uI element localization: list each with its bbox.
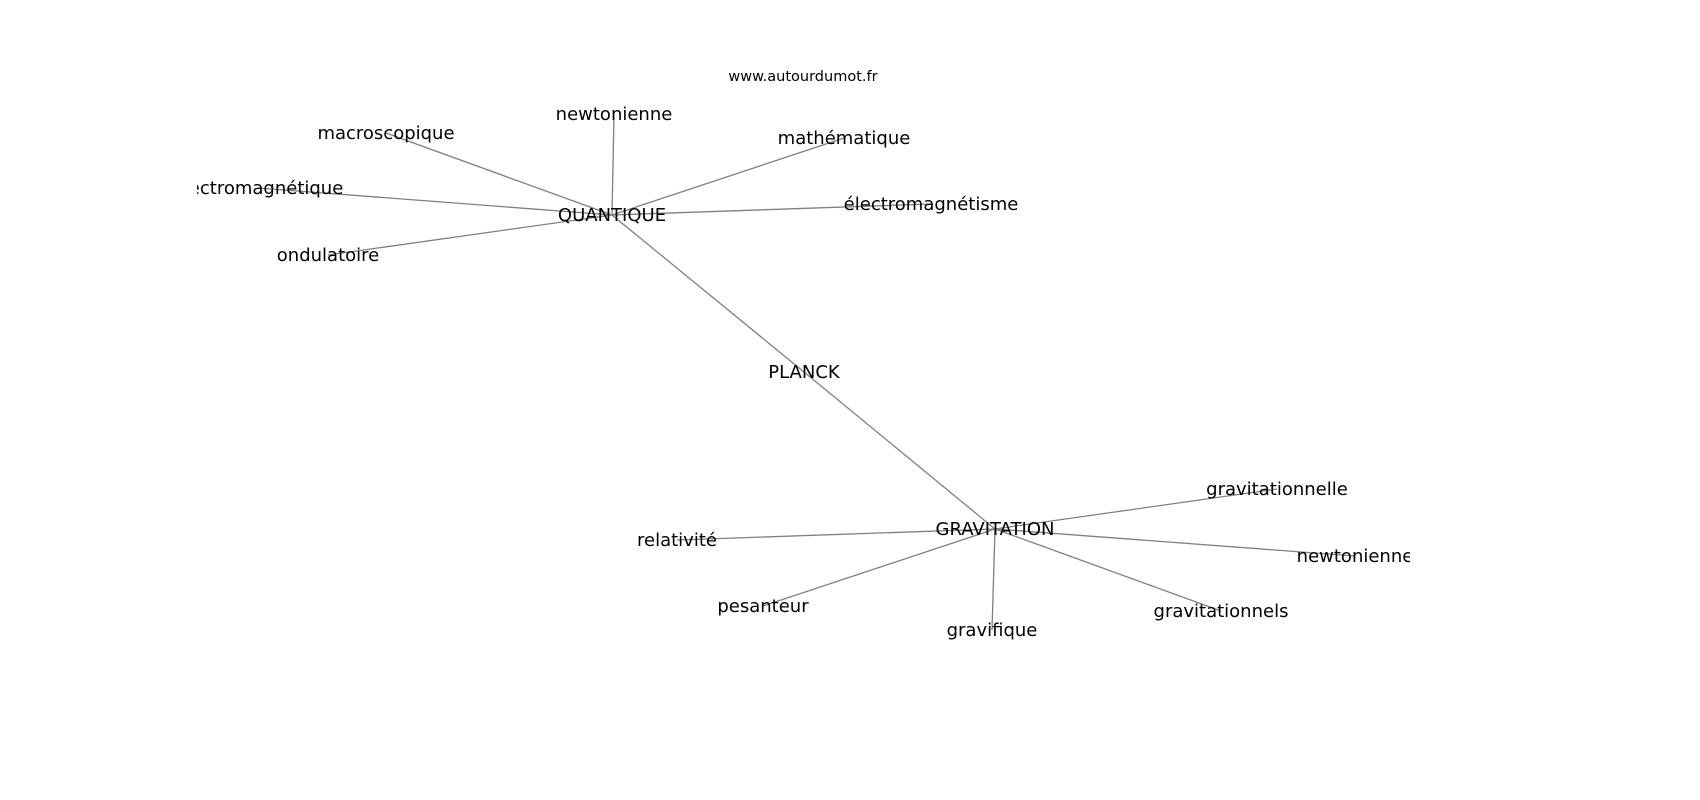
node-ondulatoire: ondulatoire xyxy=(277,245,379,266)
node-quantique: QUANTIQUE xyxy=(558,205,666,226)
node-mathematique: mathématique xyxy=(778,128,911,149)
node-gravitationnelle: gravitationnelle xyxy=(1206,479,1348,500)
edge-quantique-electromagnetisme xyxy=(611,203,932,216)
edge-gravitation-gravifique xyxy=(991,528,996,631)
site-title: www.autourdumot.fr xyxy=(728,69,877,85)
node-gravitationnels: gravitationnels xyxy=(1154,601,1289,622)
node-pesanteur: pesanteur xyxy=(717,596,809,617)
edge-gravitation-pesanteur xyxy=(762,528,996,607)
edge-gravitation-newtonienne_g xyxy=(994,528,1356,557)
node-gravifique: gravifique xyxy=(947,620,1038,641)
node-electromagnetisme: électromagnétisme xyxy=(844,194,1019,215)
nodes: PLANCK QUANTIQUE GRAVITATION newtonienne mac… xyxy=(173,104,1414,641)
node-planck: PLANCK xyxy=(768,362,841,383)
edge-quantique-macroscopique xyxy=(385,132,613,216)
node-newtonienne_g: newtonienne xyxy=(1297,546,1414,567)
edge-gravitation-gravitationnelle xyxy=(994,488,1278,530)
edge-gravitation-relativite xyxy=(676,528,996,541)
edge-gravitation-gravitationnels xyxy=(994,528,1222,612)
edges xyxy=(257,113,1356,631)
node-relativite: relativité xyxy=(637,530,717,551)
edge-planck-quantique xyxy=(611,214,805,373)
edge-planck-gravitation xyxy=(803,371,996,530)
edge-quantique-ondulatoire xyxy=(327,214,613,256)
node-macroscopique: macroscopique xyxy=(317,123,454,144)
node-electromagnetique: électromagnétique xyxy=(173,178,344,199)
edge-quantique-mathematique xyxy=(611,137,845,216)
node-gravitation: GRAVITATION xyxy=(936,519,1055,540)
edge-quantique-electromagnetique xyxy=(257,187,613,216)
node-newtonienne_q: newtonienne xyxy=(556,104,673,125)
edge-quantique-newtonienne_q xyxy=(611,113,615,216)
